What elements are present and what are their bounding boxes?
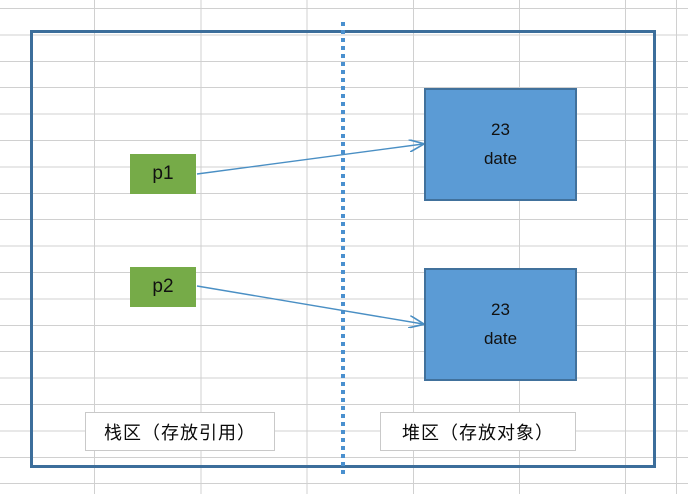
- region-label-stack-text: 栈区（存放引用）: [104, 422, 256, 444]
- pointer-label-p2: p2: [152, 276, 174, 297]
- region-label-stack[interactable]: 栈区（存放引用）: [85, 412, 275, 451]
- object-box-2[interactable]: 23 date: [424, 268, 577, 381]
- object-1-value: 23: [491, 120, 510, 140]
- pointer-box-p2[interactable]: p2: [130, 267, 196, 307]
- object-2-value: 23: [491, 300, 510, 320]
- object-2-field: date: [483, 328, 518, 348]
- region-label-heap-text: 堆区（存放对象）: [402, 422, 554, 444]
- object-1-field: date: [483, 148, 518, 168]
- pointer-box-p1[interactable]: p1: [130, 154, 196, 194]
- pointer-label-p1: p1: [152, 163, 174, 184]
- stack-heap-divider: [341, 22, 345, 478]
- region-label-heap[interactable]: 堆区（存放对象）: [380, 412, 576, 451]
- object-box-1[interactable]: 23 date: [424, 88, 577, 201]
